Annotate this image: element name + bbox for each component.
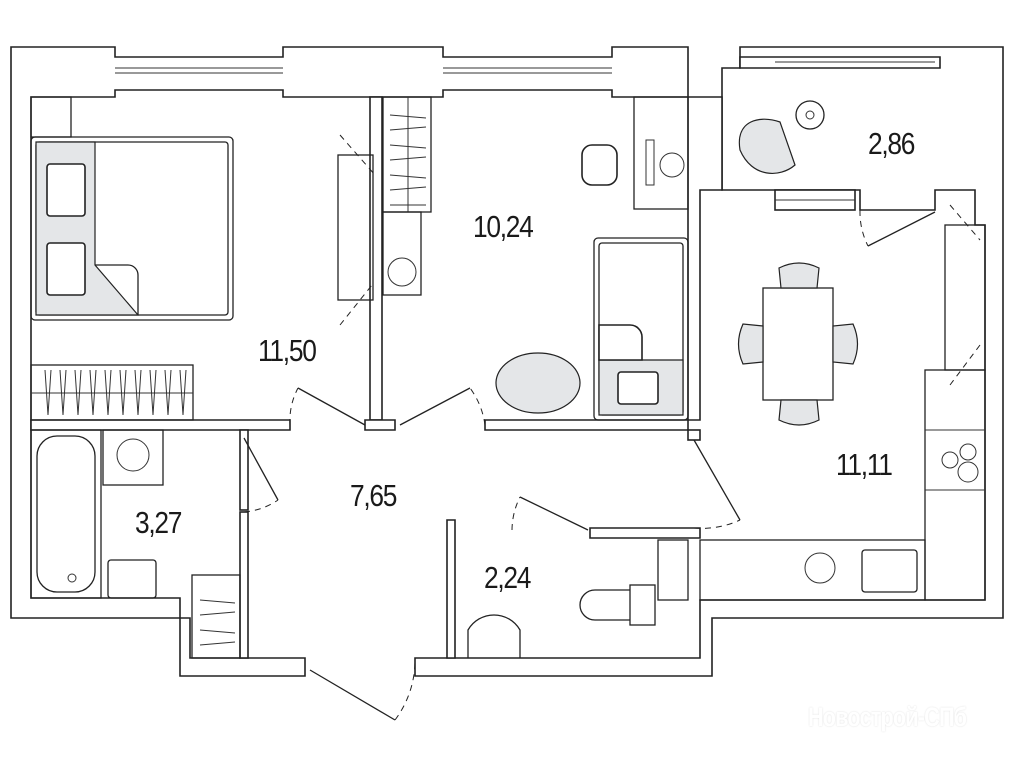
windows — [115, 61, 935, 211]
closet-hallway — [191, 574, 241, 659]
bathroom-sink — [107, 559, 157, 599]
stove-burner-icon — [941, 451, 959, 469]
kitchen-sink-icon — [861, 549, 918, 593]
tv-stand — [337, 154, 374, 301]
wardrobe-room2 — [382, 96, 432, 296]
plant-icon — [387, 257, 417, 287]
single-bed — [593, 237, 689, 421]
washing-machine — [102, 429, 164, 486]
room-area-balcony: 2,86 — [868, 126, 915, 161]
fridge — [657, 539, 689, 601]
double-bed — [30, 136, 234, 321]
wardrobe-bedroom — [30, 364, 194, 421]
toilet — [579, 584, 656, 626]
room-area-hallway: 7,65 — [350, 478, 397, 513]
desk — [581, 96, 689, 210]
balcony-chair — [738, 100, 825, 174]
dishwasher-icon — [804, 552, 836, 584]
toilet-sink — [467, 614, 521, 658]
kitchen-counter — [657, 224, 986, 601]
room-area-bathroom: 3,27 — [135, 505, 182, 540]
nightstand — [30, 96, 72, 138]
watermark: Новострой-СПб — [808, 702, 967, 732]
room-area-bedroom-2: 10,24 — [473, 209, 534, 244]
rug — [495, 352, 581, 414]
dining-table — [737, 262, 859, 426]
room-area-toilet: 2,24 — [484, 560, 531, 595]
washer-drum-icon — [116, 438, 150, 472]
bathtub — [30, 429, 102, 599]
room-area-bedroom: 11,50 — [258, 333, 317, 368]
room-area-kitchen: 11,11 — [836, 447, 893, 482]
doors — [243, 134, 981, 721]
